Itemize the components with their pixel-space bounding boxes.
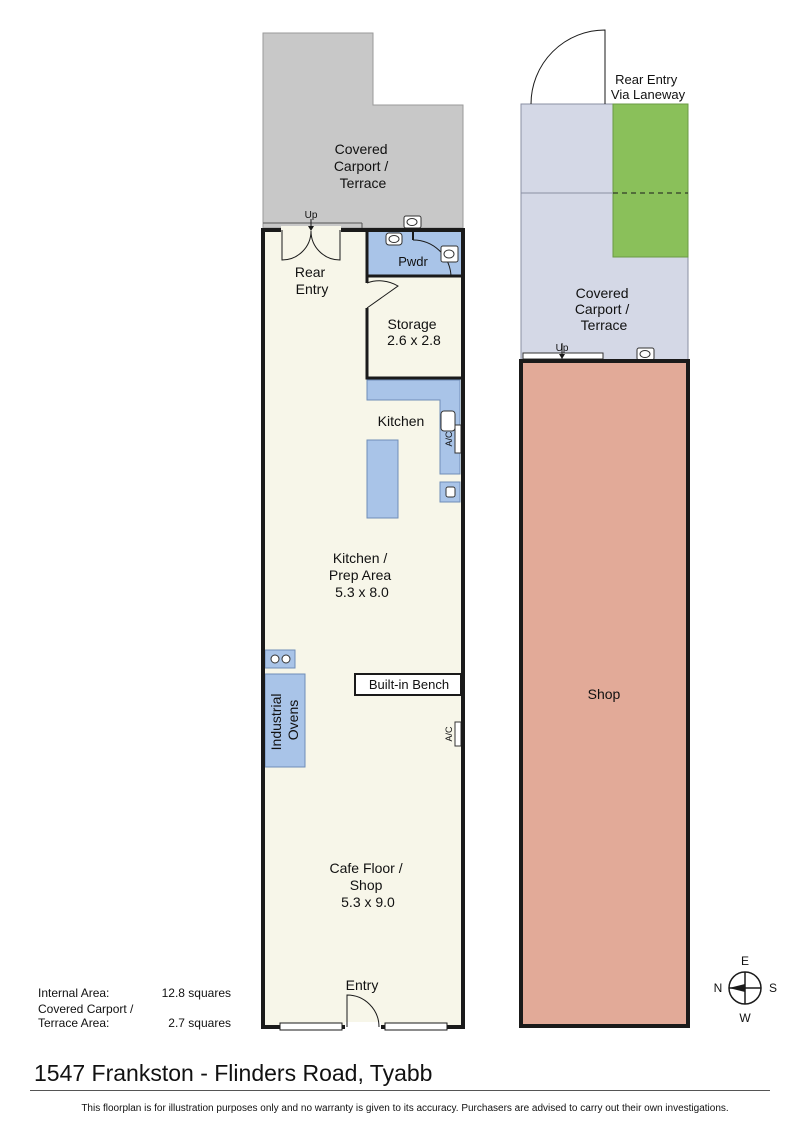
rear-door-swing-left <box>281 230 312 261</box>
pwdr-door-swing <box>412 239 452 277</box>
entry-door-gap <box>345 1022 381 1030</box>
ac-unit-top <box>454 424 462 454</box>
industrial-ovens-label-l1: Industrial <box>268 694 284 751</box>
right-tap-bowl-icon <box>639 350 651 358</box>
storage-walls <box>365 230 463 380</box>
cafe-floor-label-l2: Shop <box>350 877 383 893</box>
toilet-bowl-icon <box>388 235 400 243</box>
built-in-bench-label: Built-in Bench <box>369 677 449 692</box>
compass-north: N <box>714 981 723 995</box>
kitchen-prep-label: Kitchen / Prep Area 5.3 x 8.0 <box>329 550 395 600</box>
covered-carport-label-left-l1: Covered <box>335 141 388 157</box>
internal-area-label: Internal Area: <box>38 986 109 1000</box>
footer-divider <box>30 1090 770 1091</box>
industrial-ovens-label: Industrial Ovens <box>268 690 301 751</box>
covered-carport-label-right-l2: Carport / <box>575 301 630 317</box>
shop-room <box>519 359 690 1028</box>
external-tap-bowl-icon <box>406 218 418 226</box>
industrial-ovens-label-l2: Ovens <box>285 700 301 740</box>
shop-label: Shop <box>588 686 621 702</box>
up-label-left: Up <box>305 210 318 221</box>
terrace-area-label: Covered Carport / Terrace Area: <box>38 1002 137 1030</box>
rear-entry-label-l2: Entry <box>296 281 329 297</box>
ac-label-top: A/C <box>444 431 454 447</box>
storage-door-swing <box>366 280 399 309</box>
sink-icon <box>440 410 456 432</box>
ac-unit-mid <box>454 721 462 747</box>
storage-label-l1: Storage <box>388 316 437 332</box>
appliance-unit-inner <box>445 486 456 498</box>
entry-door-swing <box>346 994 380 1028</box>
rear-entry-laneway-label-l1: Rear Entry <box>615 72 678 87</box>
up-arrow-head-right <box>559 354 565 359</box>
covered-carport-label-left-l2: Carport / <box>334 158 389 174</box>
cooktop-burner-2 <box>281 654 291 664</box>
covered-carport-label-left-l3: Terrace <box>340 175 387 191</box>
terrace-area-label-l2: Terrace Area: <box>38 1016 109 1030</box>
pwdr-label: Pwdr <box>398 254 428 269</box>
terrace-area-label-l1: Covered Carport / <box>38 1002 134 1016</box>
cafe-floor-label-l3: 5.3 x 9.0 <box>341 894 395 910</box>
terrace-area-value: 2.7 squares <box>168 1016 231 1030</box>
floor-plan: Covered Carport / Terrace Up Rear Entry … <box>38 29 777 1031</box>
compass-north-arrow-icon <box>729 984 745 992</box>
ac-label-mid: A/C <box>444 726 454 742</box>
internal-area-value: 12.8 squares <box>162 986 231 1000</box>
covered-carport-area-left <box>262 32 464 229</box>
garden-bed <box>612 103 689 258</box>
covered-carport-label-right: Covered Carport / Terrace <box>575 285 633 333</box>
rear-entry-laneway-label-l2: Via Laneway <box>611 87 686 102</box>
basin-bowl-icon <box>443 249 455 259</box>
kitchen-prep-label-l1: Kitchen / <box>333 550 388 566</box>
interior-floor <box>263 230 463 1027</box>
up-label-right: Up <box>556 343 569 354</box>
kitchen-label: Kitchen <box>378 413 425 429</box>
kitchen-prep-label-l2: Prep Area <box>329 567 391 583</box>
compass-east: E <box>741 954 749 968</box>
storage-label: Storage 2.6 x 2.8 <box>387 316 441 348</box>
up-arrow-head-left <box>308 226 314 231</box>
covered-carport-label-left: Covered Carport / Terrace <box>334 141 392 191</box>
disclaimer-text: This floorplan is for illustration purpo… <box>81 1103 729 1114</box>
kitchen-prep-label-l3: 5.3 x 8.0 <box>335 584 389 600</box>
front-window-left <box>279 1022 343 1031</box>
compass-south: S <box>769 981 777 995</box>
compass-west: W <box>739 1011 751 1025</box>
rear-entry-label: Rear Entry <box>295 264 329 297</box>
rear-entry-label-l1: Rear <box>295 264 326 280</box>
storage-label-l2: 2.6 x 2.8 <box>387 332 441 348</box>
address-title: 1547 Frankston - Flinders Road, Tyabb <box>34 1060 433 1086</box>
entry-label: Entry <box>346 977 379 993</box>
covered-carport-label-right-l1: Covered <box>576 285 629 301</box>
kitchen-island <box>366 439 399 519</box>
cafe-floor-label: Cafe Floor / Shop 5.3 x 9.0 <box>329 860 406 910</box>
front-window-right <box>384 1022 448 1031</box>
covered-carport-label-right-l3: Terrace <box>581 317 628 333</box>
rear-entry-laneway-label: Rear Entry Via Laneway <box>611 72 686 102</box>
cafe-floor-label-l1: Cafe Floor / <box>329 860 402 876</box>
compass: E N S W <box>714 954 777 1025</box>
rear-gate-swing <box>530 29 606 105</box>
cooktop-burner-1 <box>270 654 280 664</box>
rear-door-swing-right <box>310 230 341 261</box>
